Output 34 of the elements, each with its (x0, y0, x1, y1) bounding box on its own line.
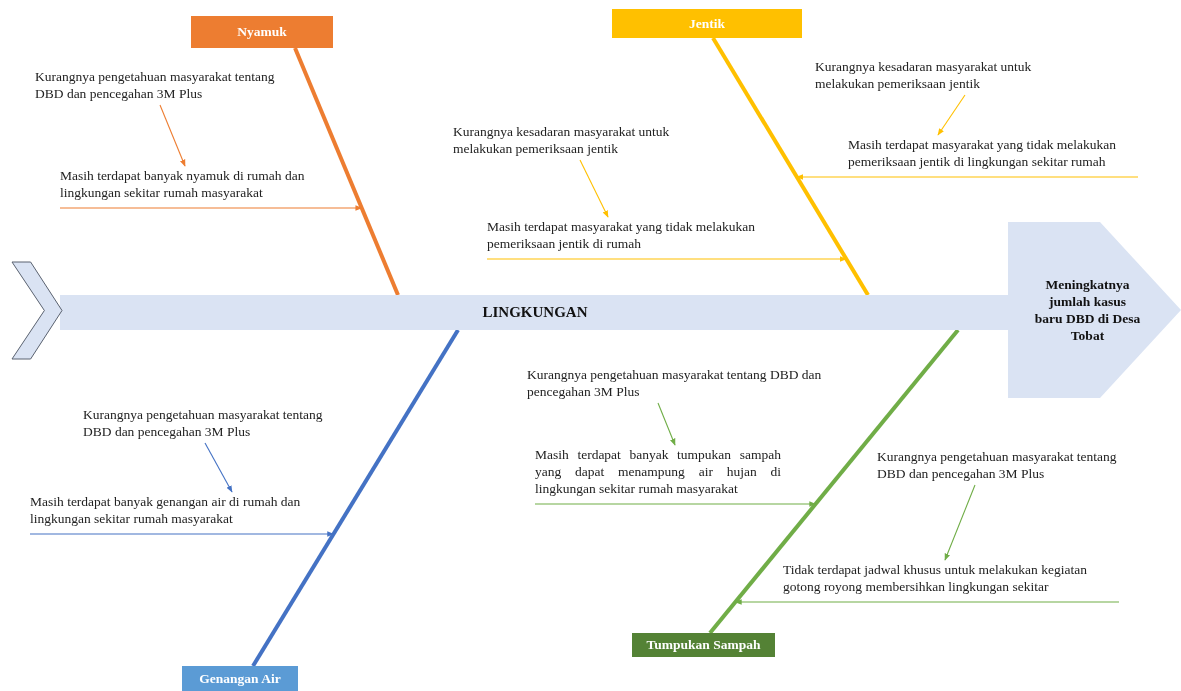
arrow (159, 104, 186, 167)
cause-text: Tidak terdapat jadwal khusus untuk melakukan kegiatan gotong royong membersihkan lingkungan sekitar (783, 561, 1119, 595)
cause-text: Kurangnya pengetahuan masyarakat tentang DBD dan pencegahan 3M Plus (527, 366, 852, 400)
cause-text: Kurangnya pengetahuan masyarakat tentang DBD dan pencegahan 3M Plus (877, 448, 1141, 482)
arrow (59, 205, 363, 211)
fishbone-line (708, 328, 960, 635)
cause-text: Kurangnya kesadaran masyarakat untuk melakukan pemeriksaan jentik (453, 123, 703, 157)
arrow (734, 599, 1120, 605)
fishbone-line (251, 328, 460, 668)
category-box: Genangan Air (182, 666, 298, 691)
category-box: Jentik (612, 9, 802, 38)
arrow (796, 174, 1139, 180)
fishbone-line (293, 47, 400, 296)
category-box: Tumpukan Sampah (632, 633, 775, 657)
arrow (944, 484, 976, 561)
arrow (204, 442, 233, 493)
arrow (486, 256, 847, 262)
cause-text: Masih terdapat banyak tumpukan sampah yang dapat menampung air hujan di lingkungan sekitar rumah masyarakat (535, 446, 781, 497)
cause-text: Masih terdapat masyarakat yang tidak melakukan pemeriksaan jentik di lingkungan sekitar rumah (848, 136, 1138, 170)
arrow (579, 159, 609, 218)
effect-arrow: Meningkatnya jumlah kasus baru DBD di Desa Tobat (1008, 222, 1181, 398)
arrow (29, 531, 335, 537)
cause-text: Masih terdapat banyak genangan air di rumah dan lingkungan sekitar rumah masyarakat (30, 493, 301, 527)
arrow (534, 501, 817, 507)
arrow (937, 94, 966, 136)
arrow (657, 402, 676, 446)
cause-text: Kurangnya pengetahuan masyarakat tentang DBD dan pencegahan 3M Plus (83, 406, 347, 440)
category-box: Nyamuk (191, 16, 333, 48)
fishbone-line (711, 36, 870, 297)
cause-text: Masih terdapat masyarakat yang tidak melakukan pemeriksaan jentik di rumah (487, 218, 779, 252)
cause-text: Kurangnya kesadaran masyarakat untuk melakukan pemeriksaan jentik (815, 58, 1053, 92)
cause-text: Kurangnya pengetahuan masyarakat tentang DBD dan pencegahan 3M Plus (35, 68, 297, 102)
tail-chevron (11, 261, 64, 360)
cause-text: Masih terdapat banyak nyamuk di rumah dan lingkungan sekitar rumah masyarakat (60, 167, 330, 201)
